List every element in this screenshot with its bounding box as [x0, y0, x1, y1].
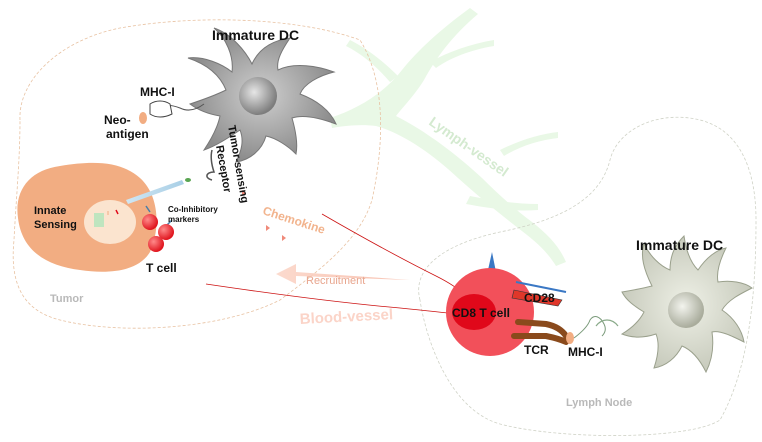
tumor-nucleus — [84, 200, 136, 244]
innate-sensing-label-1: Innate — [34, 205, 66, 217]
recruitment-arrow — [276, 264, 410, 284]
tcr-receptor — [511, 319, 569, 345]
t-cell-label: T cell — [146, 261, 177, 275]
neo-antigen-label-2: antigen — [106, 127, 149, 141]
tumor-cell — [17, 162, 157, 272]
mhc-i-bottom-shape — [573, 316, 606, 339]
cd28-receptor — [511, 281, 567, 307]
small-t-cells — [142, 205, 174, 252]
cd8-receptor-spike — [488, 252, 496, 272]
recruitment-label: Recruitment — [306, 275, 365, 287]
blood-vessel-label: Blood-vessel — [299, 306, 393, 328]
innate-sensing-label-2: Sensing — [34, 219, 77, 231]
immature-dc-top — [187, 27, 337, 181]
dna-icon — [94, 213, 104, 227]
antigen-dot — [185, 178, 191, 182]
immature-dc-right — [620, 234, 753, 374]
mhc-i-top-label: MHC-I — [140, 85, 175, 99]
co-inhibitory-label-2: markers — [168, 215, 200, 224]
tumor-region-outline — [12, 19, 381, 329]
mhc-i-bottom-label: MHC-I — [568, 345, 603, 359]
chemokine-dots — [242, 190, 286, 241]
tcr-antigen — [566, 332, 574, 344]
dc-nucleus-top — [239, 77, 277, 115]
cd8-t-cell — [446, 252, 534, 356]
neo-antigen-label-1: Neo- — [104, 113, 131, 127]
neo-antigen-shape — [139, 112, 147, 124]
blood-vessel-lines — [205, 213, 467, 315]
cd8-t-cell-label: CD8 T cell — [452, 306, 510, 320]
dc-nucleus-right — [668, 292, 704, 328]
lymph-node-label: Lymph Node — [566, 397, 632, 409]
co-inhibitory-label-1: Co-Inhibitory — [168, 205, 218, 214]
lymph-node-outline — [418, 116, 757, 436]
chemokine-label: Chemokine — [261, 204, 327, 237]
innate-sensing-pipe — [126, 180, 184, 204]
tcr-label: TCR — [524, 343, 549, 357]
cd8-nucleus — [452, 294, 496, 330]
immature-dc-right-label: Immature DC — [636, 237, 723, 253]
tumor-label: Tumor — [50, 293, 84, 305]
cd28-label: CD28 — [524, 291, 555, 305]
lymph-vessel-shape — [330, 8, 566, 266]
immature-dc-top-label: Immature DC — [212, 27, 299, 43]
